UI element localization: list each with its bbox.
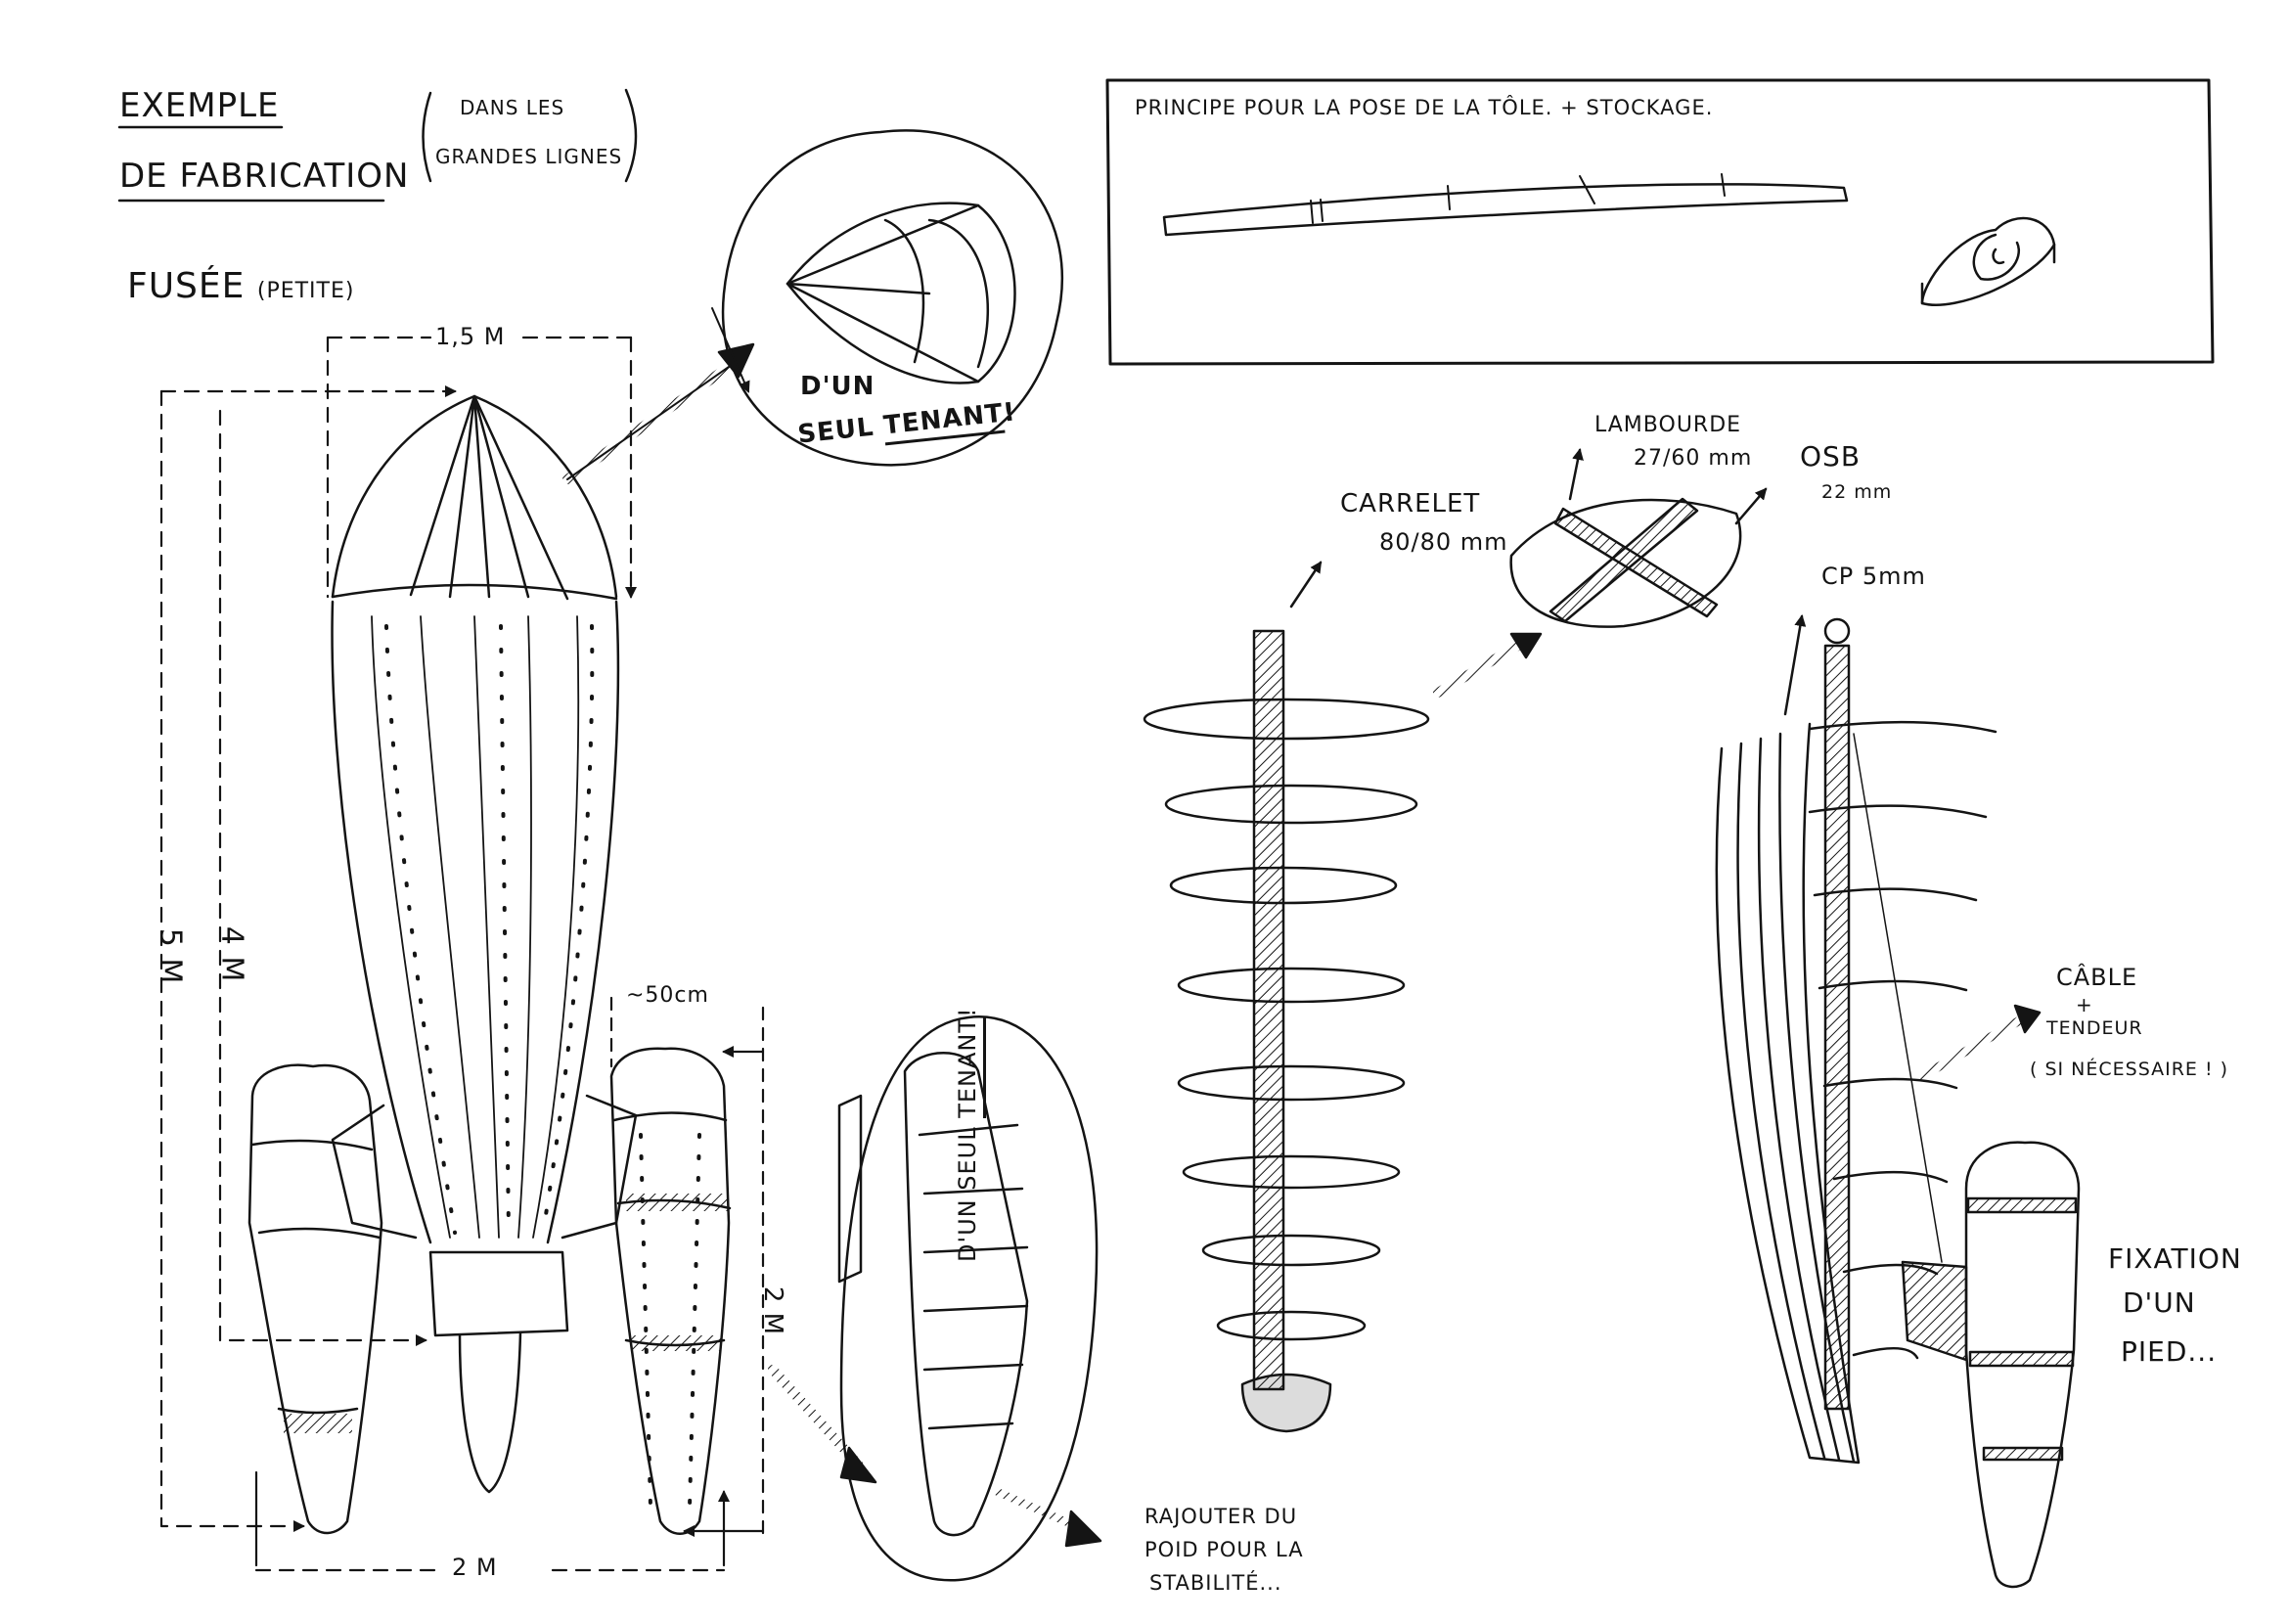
heading-underlines <box>119 90 636 201</box>
spine-frame-drawing <box>1144 561 1428 1431</box>
cable-label-1: CÂBLE <box>2056 964 2138 991</box>
booster-note-end: ! <box>954 1007 981 1017</box>
carrelet-label-1: CARRELET <box>1340 489 1481 519</box>
osb-label-1: OSB <box>1800 440 1862 473</box>
booster-note-b: TENANT <box>954 1016 986 1118</box>
fixation-label-3: PIED... <box>2121 1335 2218 1368</box>
foot-fixation-drawing <box>1903 1143 2079 1587</box>
dimension-lines <box>161 338 763 1570</box>
lambourde-label-2: 27/60 mm <box>1634 446 1753 471</box>
weight-note-line-1: RAJOUTER DU <box>1144 1505 1298 1528</box>
main-rocket-drawing <box>333 396 636 1492</box>
cross-base-drawing <box>1438 448 1768 693</box>
fixation-label-2: D'UN <box>2123 1286 2196 1319</box>
rocket-label-paren: (PETITE) <box>256 279 355 303</box>
cable-label-4: ( SI NÉCESSAIRE ! ) <box>2030 1059 2229 1080</box>
fixation-label-1: FIXATION <box>2108 1242 2242 1275</box>
cable-label-2: + <box>2076 993 2093 1016</box>
heading-note-line-1: DANS LES <box>460 96 565 119</box>
dim-booster-height-label: 2 M <box>758 1286 788 1336</box>
left-booster-drawing <box>249 1065 382 1533</box>
dim-booster-width-label: ~50cm <box>626 983 709 1008</box>
osb-label-2: 22 mm <box>1821 481 1893 503</box>
right-booster-drawing <box>611 1049 730 1534</box>
heading-note-line-2: GRANDES LIGNES <box>435 145 623 168</box>
dim-base-label: 2 M <box>452 1554 498 1581</box>
booster-note-a: D'UN SEUL <box>954 1126 981 1262</box>
dim-width-label: 1,5 M <box>435 323 506 350</box>
weight-note-line-2: POID POUR LA <box>1144 1538 1304 1561</box>
heading-line-1: EXEMPLE <box>119 86 280 125</box>
sheet-box-title: PRINCIPE POUR LA POSE DE LA TÔLE. + STOC… <box>1135 96 1714 119</box>
booster-note: D'UN SEUL TENANT! <box>954 1007 986 1262</box>
cable-label-3: TENDEUR <box>2046 1017 2143 1039</box>
nose-note-line-1: D'UN <box>800 372 875 401</box>
rocket-label: FUSÉE (PETITE) <box>127 266 354 306</box>
sheet-storage-box <box>1107 80 2213 364</box>
ribbed-frame-drawing <box>1717 614 2040 1463</box>
nose-detail-bubble <box>567 130 1062 479</box>
rocket-label-main: FUSÉE <box>127 266 246 306</box>
carrelet-label-2: 80/80 mm <box>1379 528 1508 556</box>
cp-label: CP 5mm <box>1821 563 1926 590</box>
dim-height-total-label: 5 M <box>153 927 188 985</box>
heading-line-2: DE FABRICATION <box>119 157 410 196</box>
booster-detail-bubble <box>773 1016 1100 1580</box>
dim-height-body-label: 4 M <box>214 925 249 983</box>
weight-note-line-3: STABILITÉ... <box>1149 1571 1282 1595</box>
lambourde-label-1: LAMBOURDE <box>1594 413 1742 437</box>
